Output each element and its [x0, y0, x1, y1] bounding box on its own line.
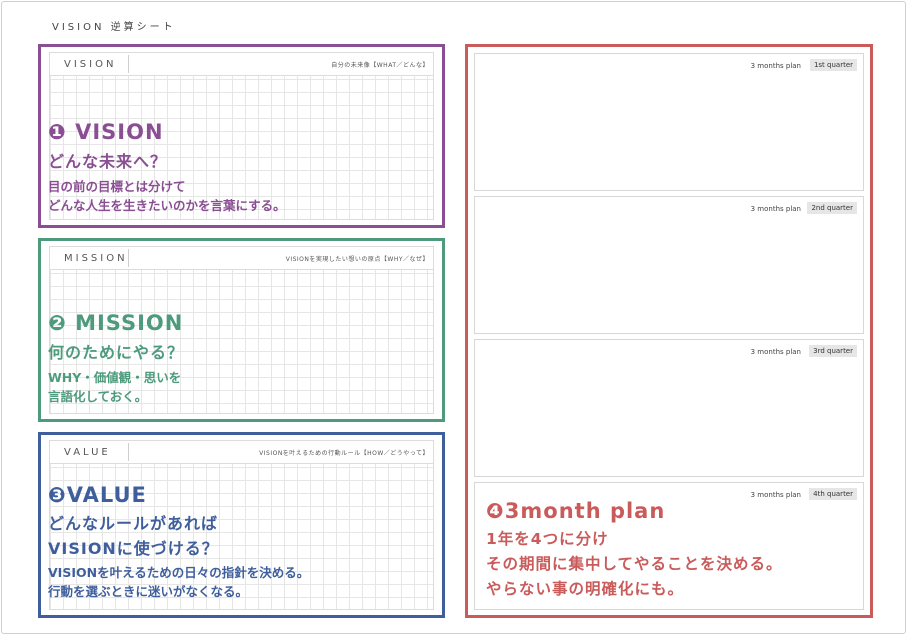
quarter-3-badge: 3rd quarter [809, 345, 857, 357]
value-description: VISIONを叶えるための日々の指針を決める。 行動を選ぶときに迷いがなくなる。 [48, 565, 310, 599]
vision-header-bar [50, 53, 433, 76]
vision-grid: VISION 自分の未来像【WHAT／どんな】 [49, 52, 434, 220]
vision-content: ❶ VISION どんな未来へ？ 目の前の目標とは分けて どんな人生を生きたいの… [48, 120, 286, 215]
mission-grid: MISSION VISIONを実現したい想いの原点【WHY／なぜ】 [49, 246, 434, 414]
mission-panel: MISSION VISIONを実現したい想いの原点【WHY／なぜ】 ❷ MISS… [38, 238, 445, 422]
plan-content: ❹3month plan 1年を4つに分け その期間に集中してやることを決める。… [486, 499, 783, 602]
value-content: ❸VALUE どんなルールがあれば VISIONに使づける？ VISIONを叶え… [48, 483, 309, 601]
document-title: VISION 逆算シート [52, 22, 176, 33]
quarter-2-box: 3 months plan 2nd quarter [474, 196, 864, 334]
value-grid: VALUE VISIONを叶えるための行動ルール【HOW／どうやって】 [49, 440, 434, 610]
quarter-1-plan-label: 3 months plan [750, 62, 801, 70]
quarter-4-box: 3 months plan 4th quarter [474, 482, 864, 610]
mission-label: MISSION [64, 253, 128, 264]
quarter-2-plan-label: 3 months plan [750, 205, 801, 213]
mission-subtitle: VISIONを実現したい想いの原点【WHY／なぜ】 [285, 256, 429, 263]
vision-panel: VISION 自分の未来像【WHAT／どんな】 ❶ VISION どんな未来へ？… [38, 44, 445, 228]
mission-header-bar [50, 247, 433, 270]
vision-question: どんな未来へ？ [48, 152, 168, 171]
plan-heading: ❹3month plan [486, 499, 666, 523]
value-question: どんなルールがあれば VISIONに使づける？ [48, 514, 219, 558]
value-panel: VALUE VISIONを叶えるための行動ルール【HOW／どうやって】 ❸VAL… [38, 432, 445, 618]
plan-panel: 3 months plan 1st quarter 3 months plan … [465, 44, 873, 618]
value-divider [128, 443, 129, 461]
vision-label: VISION [64, 59, 117, 70]
mission-question: 何のためにやる？ [48, 343, 185, 362]
quarter-3-plan-label: 3 months plan [750, 348, 801, 356]
mission-description: WHY・価値観・思いを 言語化しておく。 [48, 370, 182, 404]
value-heading: ❸VALUE [48, 483, 147, 507]
quarter-4-plan-label: 3 months plan [750, 491, 801, 499]
quarter-2-badge: 2nd quarter [807, 202, 857, 214]
quarter-1-badge: 1st quarter [809, 59, 857, 71]
vision-description: 目の前の目標とは分けて どんな人生を生きたいのかを言葉にする。 [48, 179, 286, 213]
plan-description: 1年を4つに分け その期間に集中してやることを決める。 やらない事の明確化にも。 [486, 530, 783, 598]
value-header-bar [50, 441, 433, 464]
vision-divider [128, 55, 129, 73]
vision-subtitle: 自分の未来像【WHAT／どんな】 [331, 62, 429, 69]
mission-heading: ❷ MISSION [48, 311, 184, 335]
quarter-1-box: 3 months plan 1st quarter [474, 53, 864, 191]
quarter-3-box: 3 months plan 3rd quarter [474, 339, 864, 477]
mission-divider [128, 249, 129, 267]
value-subtitle: VISIONを叶えるための行動ルール【HOW／どうやって】 [259, 450, 429, 457]
mission-content: ❷ MISSION 何のためにやる？ WHY・価値観・思いを 言語化しておく。 [48, 311, 184, 406]
value-label: VALUE [64, 447, 111, 458]
vision-heading: ❶ VISION [48, 120, 164, 144]
quarter-4-badge: 4th quarter [809, 488, 857, 500]
